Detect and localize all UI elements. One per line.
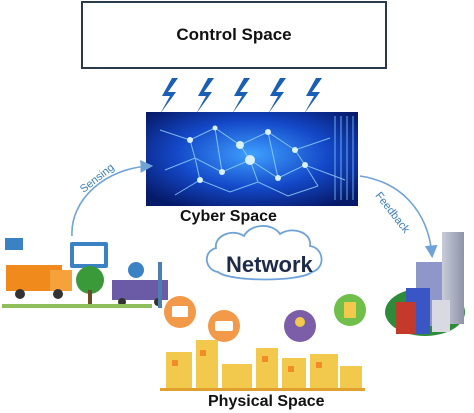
cyber-space-label: Cyber Space (180, 208, 277, 225)
feedback-arrow (359, 175, 438, 259)
control-space-box: Control Space (81, 1, 387, 69)
sensing-arrow (71, 160, 154, 237)
control-space-label: Control Space (176, 25, 292, 44)
network-label: Network (226, 252, 313, 277)
network-cloud (205, 225, 323, 281)
lightning-icon (268, 78, 286, 114)
lightning-icon (160, 78, 178, 114)
lightning-icon (304, 78, 322, 114)
lightning-icon (196, 78, 214, 114)
physical-space-label: Physical Space (208, 393, 325, 410)
lightning-bolts (160, 78, 322, 114)
physical-space-illustration (160, 294, 366, 391)
sensing-scene-illustration (2, 238, 168, 308)
feedback-buildings-illustration (385, 232, 465, 336)
lightning-icon (232, 78, 250, 114)
cyber-space-image (146, 112, 358, 206)
